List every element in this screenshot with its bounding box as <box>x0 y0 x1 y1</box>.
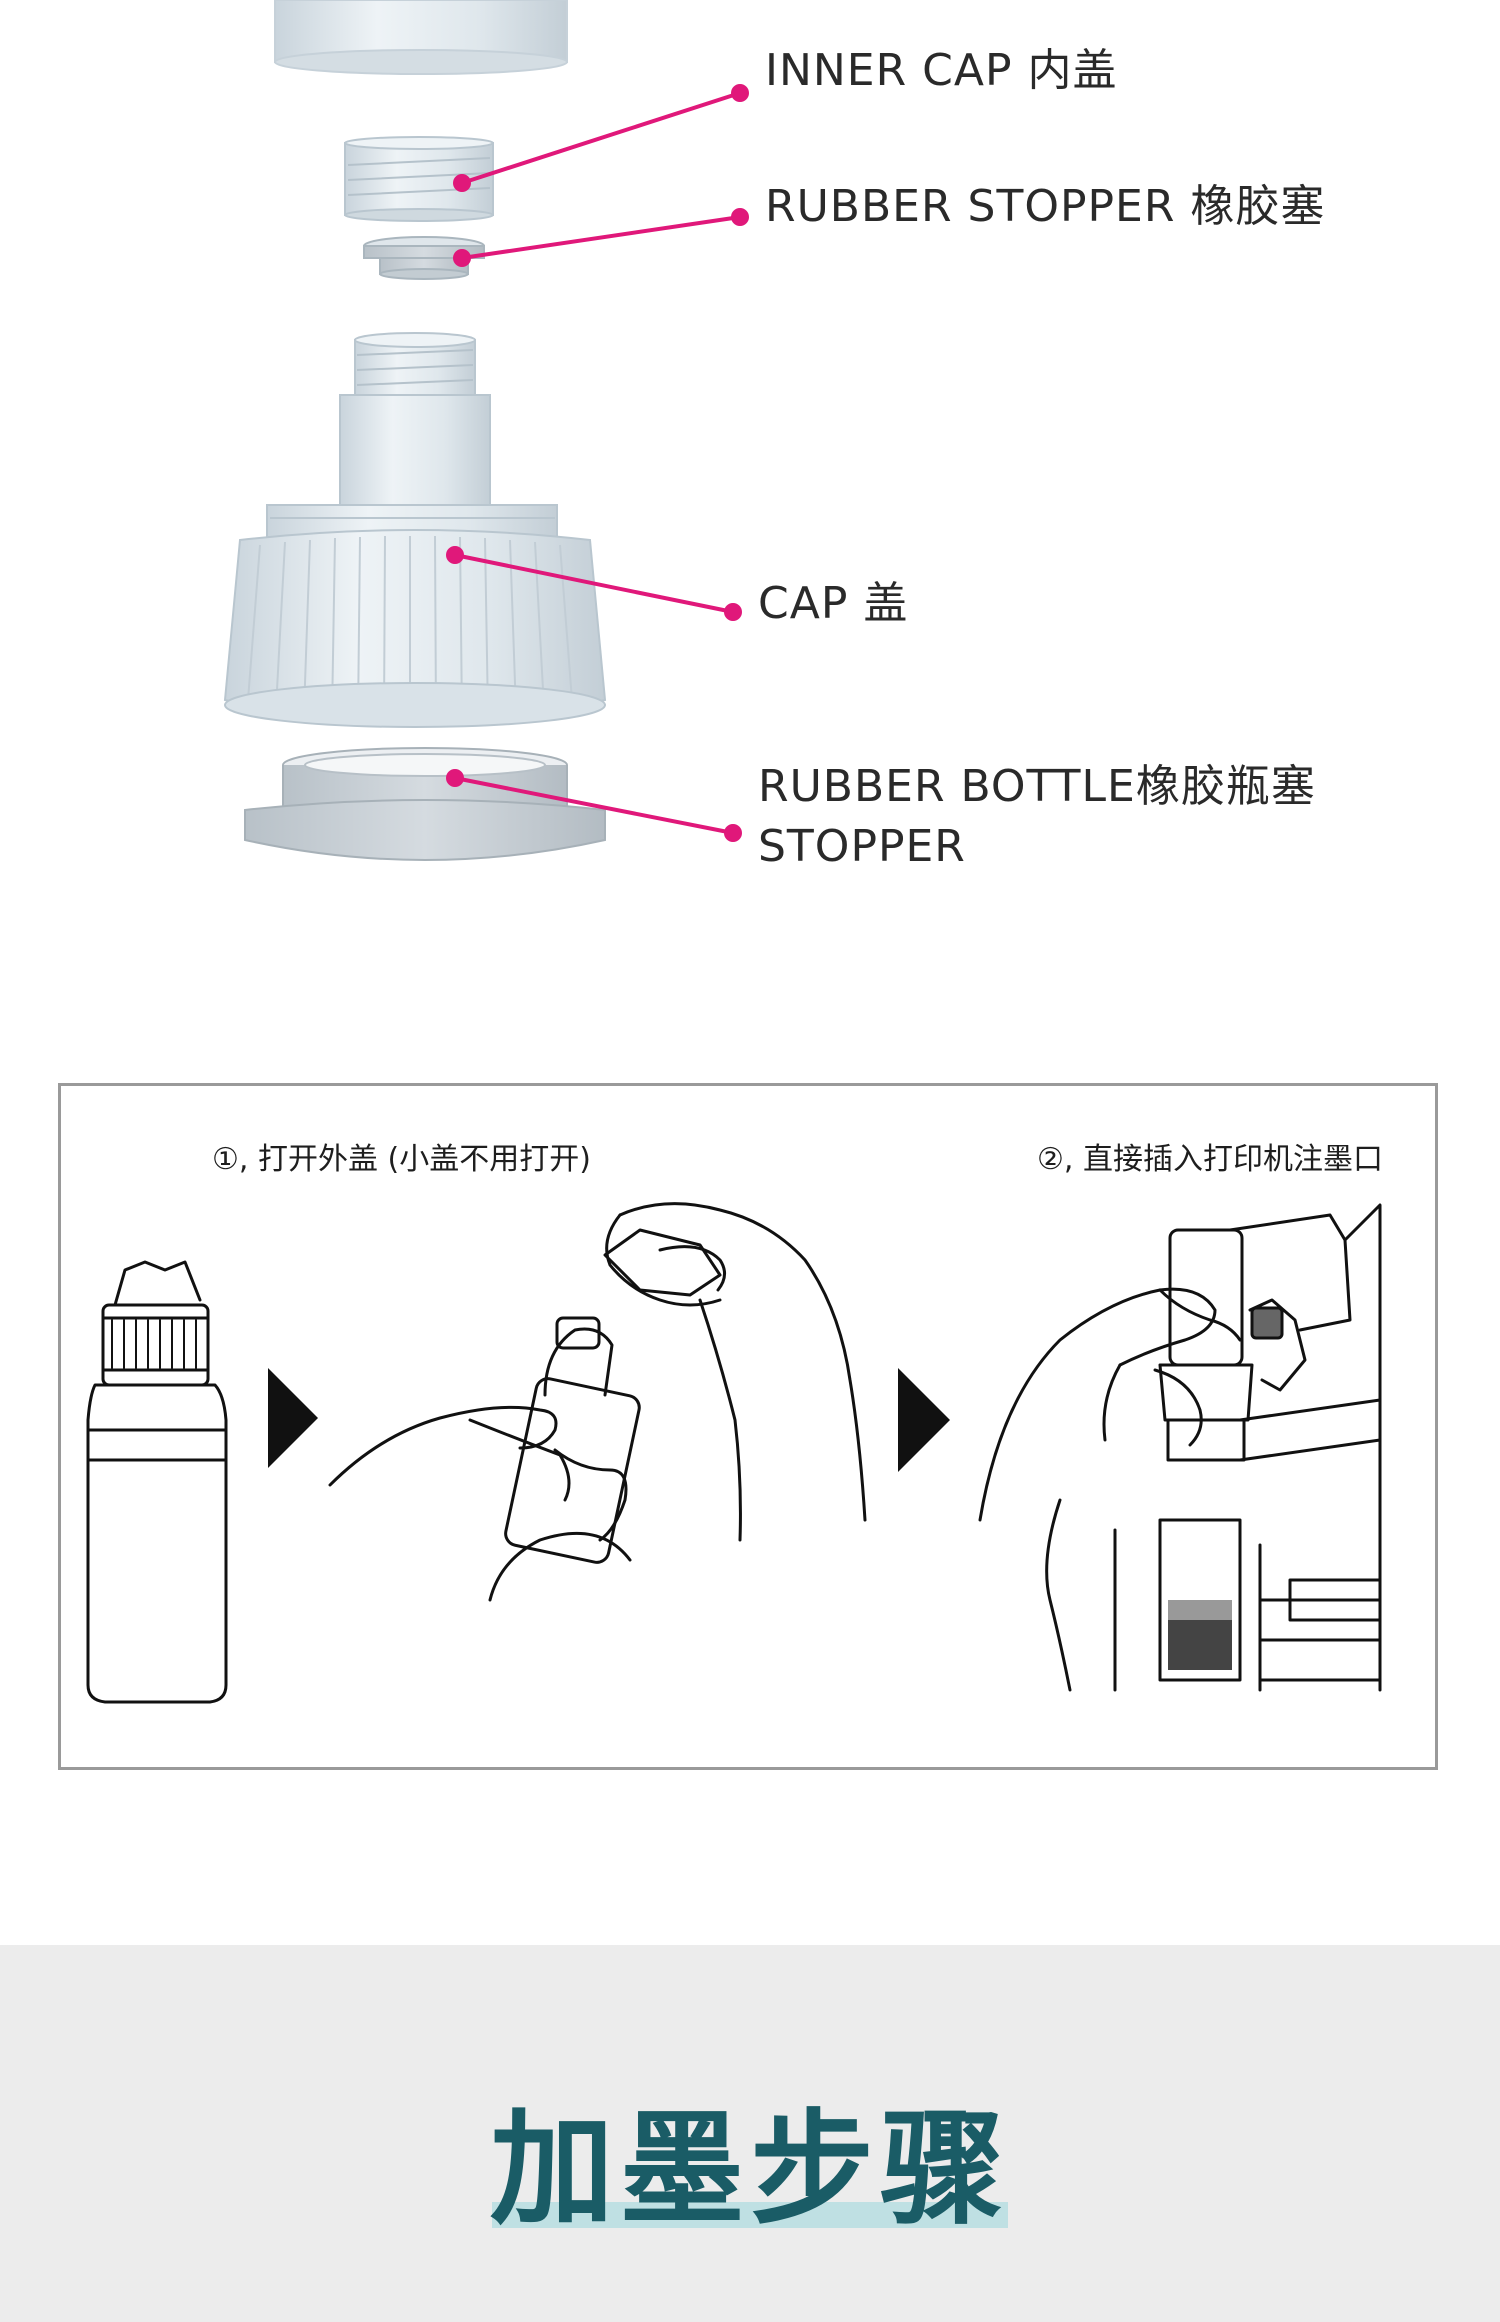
heading-underline <box>492 2202 1008 2228</box>
section-band <box>0 1945 1500 2322</box>
step-2-label: ②, 直接插入打印机注墨口 <box>1037 1142 1383 1177</box>
step-1-label: ①, 打开外盖 (小盖不用打开) <box>212 1142 591 1177</box>
leader-dot <box>724 824 742 842</box>
outer-cap-part <box>274 0 568 75</box>
section-title: 加墨步骤 <box>489 2098 1010 2242</box>
cap-part <box>223 332 607 728</box>
instruction-steps-panel <box>58 1083 1438 1770</box>
leader-dot <box>453 249 471 267</box>
leader-dot <box>724 603 742 621</box>
exploded-parts-illustration <box>223 0 749 861</box>
inner-cap-label: INNER CAP 内盖 <box>765 45 1118 96</box>
leader-dot <box>731 208 749 226</box>
inner-cap-part <box>344 136 494 222</box>
rubber-bottle-stopper-label-line1: RUBBER BOTTLE橡胶瓶塞 <box>758 761 1316 812</box>
leader-dot <box>453 174 471 192</box>
leader-dot <box>446 546 464 564</box>
leader-dot <box>731 84 749 102</box>
rubber-bottle-stopper-label-line2: STOPPER <box>758 821 966 872</box>
leader-dot <box>446 769 464 787</box>
rubber-stopper-label: RUBBER STOPPER 橡胶塞 <box>765 181 1326 232</box>
rubber-bottle-stopper-part <box>244 747 606 861</box>
cap-label: CAP 盖 <box>758 578 909 629</box>
leader-lines <box>446 84 749 842</box>
